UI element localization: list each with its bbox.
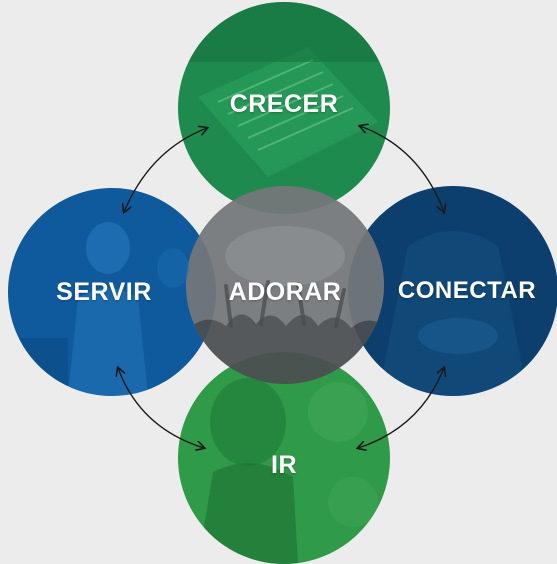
conectar-circle: CONECTAR [348,186,557,396]
adorar-label: ADORAR [228,277,342,306]
servir-label: SERVIR [56,277,152,306]
conectar-label: CONECTAR [397,277,537,304]
volunteer-photo-texture [8,222,189,396]
adorar-circle: ADORAR [186,186,384,384]
ir-label: IR [271,450,297,479]
crecer-circle: CRECER [178,2,390,214]
worship-crowd-texture [186,186,384,384]
handshake-photo-texture [378,231,528,396]
child-photo-texture [198,378,378,564]
servir-circle: SERVIR [8,188,216,396]
book-photo-texture [178,2,390,177]
crecer-label: CRECER [229,89,339,118]
ir-circle: IR [178,352,390,564]
